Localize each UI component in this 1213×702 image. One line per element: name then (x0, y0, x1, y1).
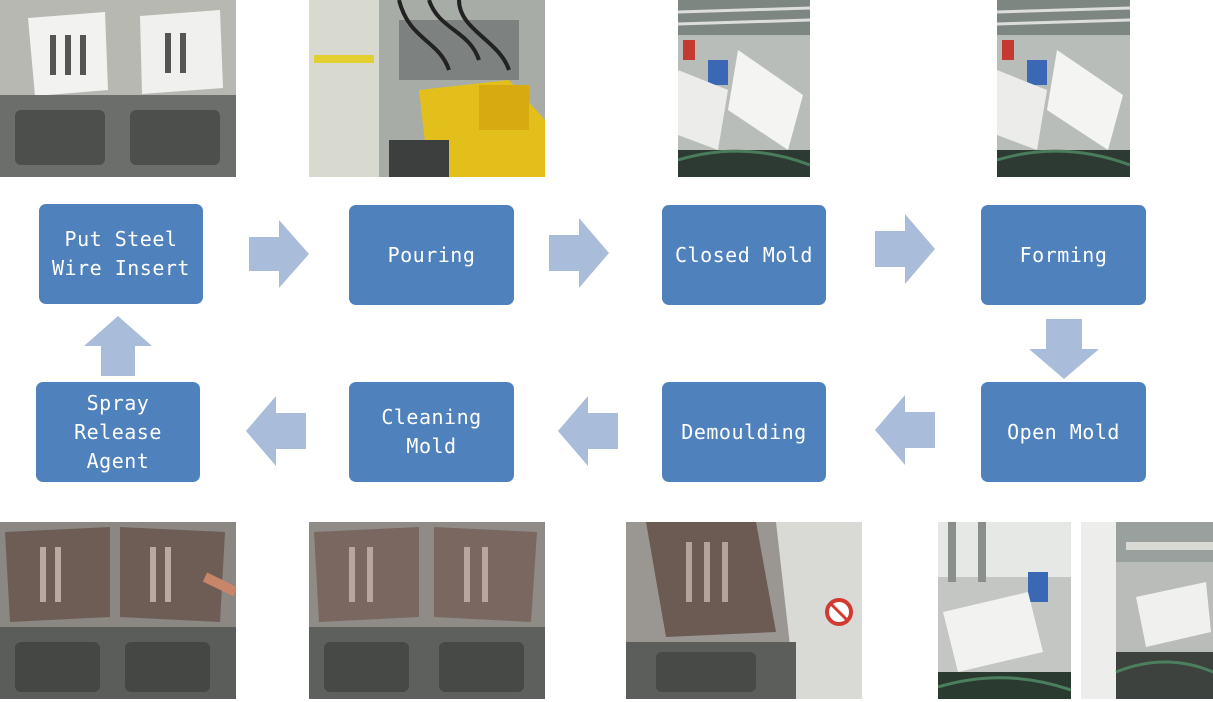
arrow-right-icon (875, 214, 935, 284)
step-pouring: Pouring (349, 205, 514, 305)
demoulding-photo (626, 522, 862, 699)
step-cleaning-mold: Cleaning Mold (349, 382, 514, 482)
step-closed-mold: Closed Mold (662, 205, 826, 305)
closed-mold-carousel-photo (678, 0, 810, 177)
open-mold-line-photo (1081, 522, 1213, 699)
robot-pouring-photo (309, 0, 545, 177)
step-open-mold: Open Mold (981, 382, 1146, 482)
step-spray-release-agent: Spray Release Agent (36, 382, 200, 482)
spray-release-agent-photo (0, 522, 236, 699)
arrow-up-icon (84, 316, 152, 376)
step-put-steel-wire-insert: Put Steel Wire Insert (39, 204, 203, 304)
open-mold-carousel-photo (938, 522, 1071, 699)
step-demoulding: Demoulding (662, 382, 826, 482)
cleaning-mold-photo (309, 522, 545, 699)
step-forming: Forming (981, 205, 1146, 305)
mold-with-steel-wire-inserts-photo (0, 0, 236, 177)
arrow-left-icon (875, 395, 935, 465)
forming-carousel-photo (997, 0, 1130, 177)
arrow-right-icon (249, 220, 309, 288)
arrow-left-icon (246, 396, 306, 466)
arrow-right-icon (549, 218, 609, 288)
arrow-down-icon (1029, 319, 1099, 379)
arrow-left-icon (558, 396, 618, 466)
